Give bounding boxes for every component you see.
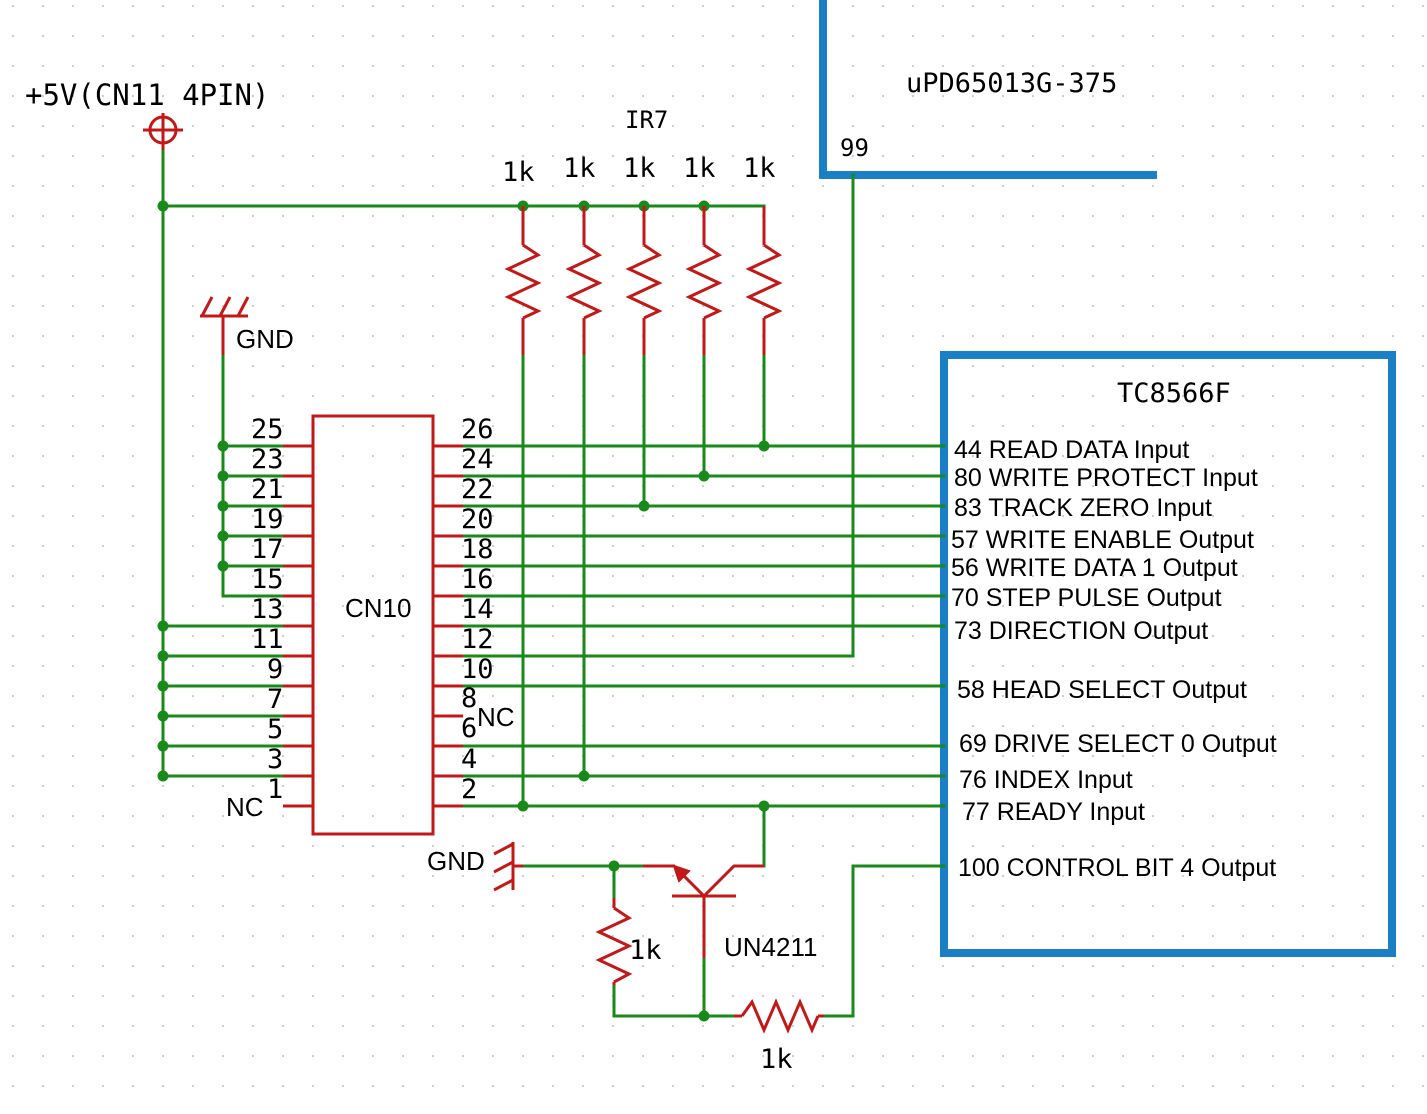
- cn10-pin-6: 6: [461, 713, 477, 744]
- base-resistor-value: 1k: [760, 1044, 793, 1075]
- resistor-array-ir7: IR7 1k 1k 1k 1k 1k: [502, 106, 783, 355]
- connector-cn10: CN10 25 23 21 19 17 15 1: [226, 414, 515, 836]
- resistor-ir7-1: 1k: [502, 157, 542, 355]
- cn10-pin-12: 12: [461, 624, 494, 655]
- cn10-pin-14: 14: [461, 594, 494, 625]
- ir7-value-2: 1k: [563, 153, 596, 184]
- cn10-pin-2: 2: [461, 774, 477, 805]
- cn10-pin-10: 10: [461, 654, 494, 685]
- chip-tc8566f: TC8566F: [940, 351, 1396, 957]
- signal-control-bit-4: 100 CONTROL BIT 4 Output: [958, 854, 1276, 882]
- transistor-un4211: UN4211: [643, 864, 817, 962]
- cn10-pin-23: 23: [251, 444, 284, 475]
- signal-drive-select-0: 69 DRIVE SELECT 0 Output: [959, 730, 1277, 758]
- cn10-pin-9: 9: [267, 654, 283, 685]
- cn10-pin-16: 16: [461, 564, 494, 595]
- gnd-symbol-bottom: GND: [427, 842, 523, 892]
- junction-dots: [157, 200, 770, 1022]
- signal-track-zero: 83 TRACK ZERO Input: [954, 494, 1212, 522]
- gnd-symbol-top: GND: [200, 296, 294, 355]
- signal-read-data: 44 READ DATA Input: [954, 436, 1189, 464]
- signal-ready: 77 READY Input: [962, 798, 1145, 826]
- cn10-pin-25: 25: [251, 414, 284, 445]
- cn10-nc-left: NC: [226, 792, 264, 822]
- cn10-pin-20: 20: [461, 504, 494, 535]
- resistor-ir7-4: 1k: [683, 153, 723, 355]
- gnd-bottom-label: GND: [427, 846, 485, 876]
- resistor-base: 1k: [734, 998, 824, 1075]
- cn10-pin-22: 22: [461, 474, 494, 505]
- signal-write-protect: 80 WRITE PROTECT Input: [954, 464, 1258, 492]
- cn10-pin-8: 8: [461, 683, 477, 714]
- signal-index: 76 INDEX Input: [959, 766, 1133, 794]
- chip-upd65013-pin99: 99: [840, 134, 869, 162]
- power-symbol-5v: +5V(CN11 4PIN): [25, 78, 269, 150]
- signal-write-enable: 57 WRITE ENABLE Output: [951, 526, 1254, 554]
- cn10-pin-3: 3: [267, 744, 283, 775]
- cn10-pin-13: 13: [251, 594, 284, 625]
- chip-tc8566f-label: TC8566F: [1117, 378, 1231, 409]
- cn10-pin-18: 18: [461, 534, 494, 565]
- cn10-label: CN10: [345, 593, 411, 623]
- signal-direction: 73 DIRECTION Output: [954, 617, 1208, 645]
- transistor-label: UN4211: [724, 932, 817, 962]
- power-label: +5V(CN11 4PIN): [25, 78, 269, 112]
- cn10-pin-15: 15: [251, 564, 284, 595]
- signal-step-pulse: 70 STEP PULSE Output: [951, 584, 1222, 612]
- pulldown-resistor-value: 1k: [629, 935, 662, 966]
- cn10-nc-right: NC: [477, 702, 515, 732]
- tc8566f-signal-labels: 44 READ DATA Input 80 WRITE PROTECT Inpu…: [951, 436, 1277, 882]
- cn10-pin-24: 24: [461, 444, 494, 475]
- cn10-pin-11: 11: [251, 624, 284, 655]
- cn10-pin-1: 1: [267, 774, 283, 805]
- resistor-pulldown: 1k: [595, 898, 662, 985]
- cn10-pin-7: 7: [267, 684, 283, 715]
- resistor-ir7-5: 1k: [743, 153, 783, 355]
- chip-upd65013: uPD65013G-375 99: [819, 0, 1157, 179]
- ir7-value-1: 1k: [502, 157, 535, 188]
- cn10-pin-4: 4: [461, 744, 477, 775]
- signal-write-data-1: 56 WRITE DATA 1 Output: [951, 554, 1238, 582]
- cn10-pin-19: 19: [251, 504, 284, 535]
- ir7-value-3: 1k: [623, 153, 656, 184]
- chip-upd65013-label: uPD65013G-375: [906, 68, 1117, 99]
- signal-head-select: 58 HEAD SELECT Output: [957, 676, 1247, 704]
- resistor-ir7-3: 1k: [623, 153, 663, 355]
- ir7-value-5: 1k: [743, 153, 776, 184]
- resistor-ir7-2: 1k: [563, 153, 603, 355]
- cn10-pin-5: 5: [267, 714, 283, 745]
- ir7-value-4: 1k: [683, 153, 716, 184]
- cn10-pin-21: 21: [251, 474, 284, 505]
- gnd-top-label: GND: [236, 324, 294, 354]
- cn10-pin-26: 26: [461, 414, 494, 445]
- ir7-label: IR7: [625, 106, 668, 134]
- cn10-pin-17: 17: [251, 534, 284, 565]
